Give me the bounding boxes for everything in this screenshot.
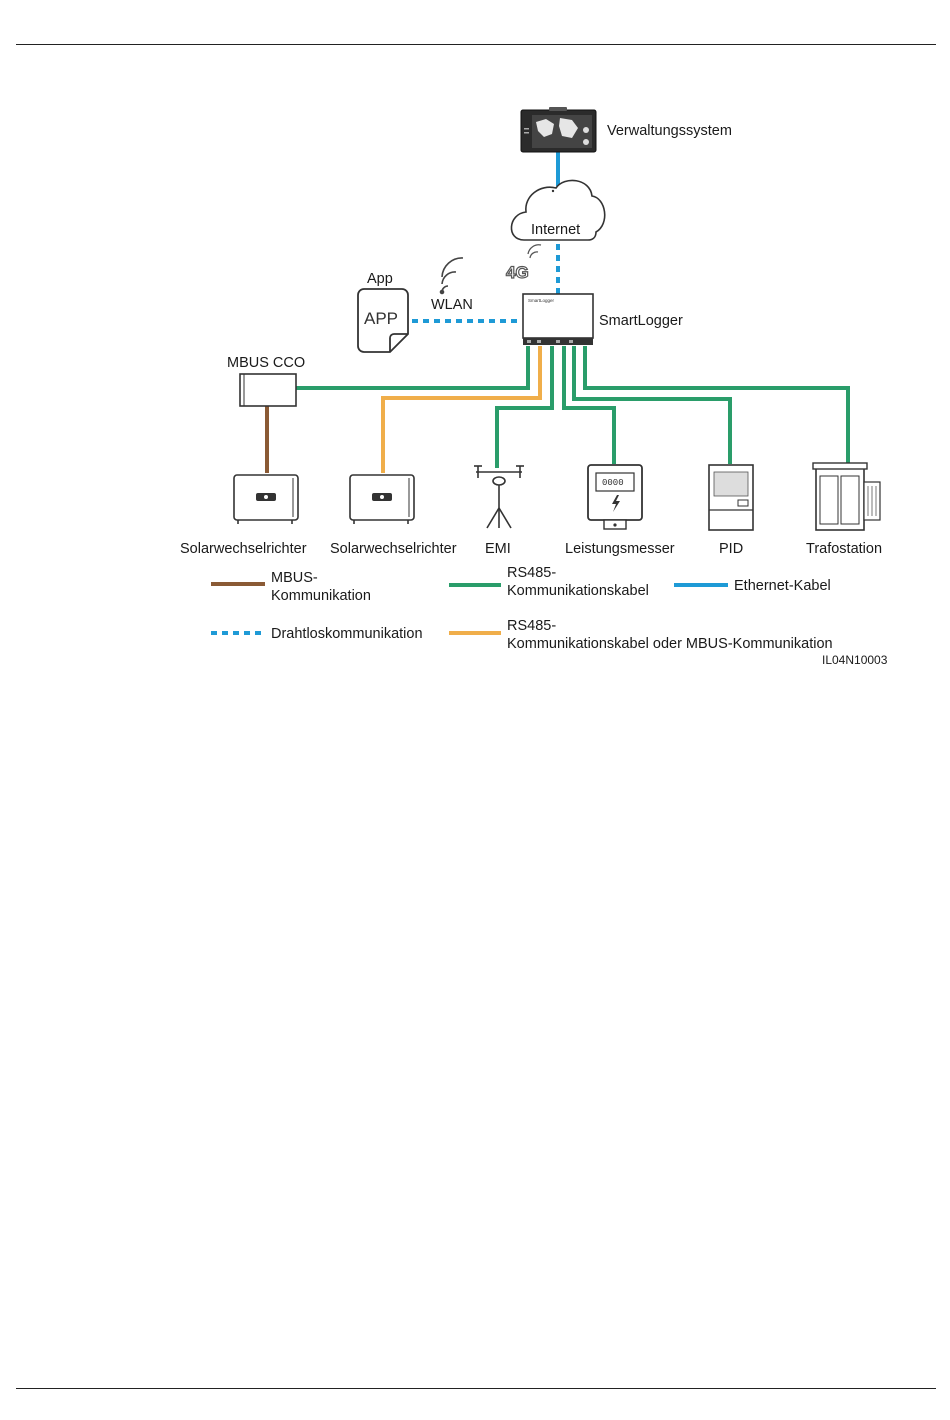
- internet-label: Internet: [531, 222, 580, 238]
- legend: MBUS- Kommunikation RS485- Kommunikation…: [211, 565, 833, 652]
- inverter1-label: Solarwechselrichter: [180, 541, 307, 557]
- emi-weather-station-icon: [474, 465, 524, 529]
- smartlogger-device-icon: [522, 293, 594, 345]
- legend-rs485-mbus-line2: Kommunikationskabel oder MBUS-Kommunikat…: [507, 636, 833, 652]
- inverter2-device-icon: [349, 474, 415, 524]
- meter-label: Leistungsmesser: [565, 541, 675, 557]
- legend-mbus-line1: MBUS-: [271, 570, 318, 586]
- meter-display: 0000: [602, 478, 624, 488]
- power-meter-icon: [587, 464, 643, 530]
- network-diagram: Verwaltungssystem Internet 4G App APP WL…: [180, 107, 888, 667]
- legend-rs485-line1: RS485-: [507, 565, 556, 581]
- app-document-icon: [357, 288, 409, 353]
- inverter2-label: Solarwechselrichter: [330, 541, 457, 557]
- management-label: Verwaltungssystem: [607, 123, 732, 139]
- legend-ethernet-label: Ethernet-Kabel: [734, 578, 831, 594]
- four-g-label: 4G: [506, 263, 529, 282]
- four-g-icon: 4G: [505, 244, 542, 283]
- wlan-icon: [439, 257, 464, 295]
- rs485-line-mbus-cco: [296, 346, 530, 390]
- rs485-mbus-line-inverter2: [381, 346, 542, 473]
- emi-label: EMI: [485, 541, 511, 557]
- top-rule: [16, 44, 936, 45]
- legend-wireless-label: Drahtloskommunikation: [271, 626, 423, 642]
- figure-id: IL04N10003: [822, 653, 888, 667]
- bottom-rule: [16, 1388, 936, 1389]
- management-system-icon: [520, 107, 597, 153]
- rs485-line-substation: [583, 346, 850, 464]
- mbus-cco-label: MBUS CCO: [227, 355, 305, 371]
- transformer-station-icon: [812, 462, 881, 531]
- inverter1-device-icon: [233, 474, 299, 524]
- app-caption-label: App: [367, 271, 393, 287]
- pid-device-icon: [708, 464, 754, 531]
- legend-rs485-mbus-line1: RS485-: [507, 618, 556, 634]
- legend-rs485-line2: Kommunikationskabel: [507, 583, 649, 599]
- internet-cloud-icon: [510, 179, 606, 241]
- smartlogger-brand: SmartLogger: [528, 298, 555, 303]
- wlan-label: WLAN: [431, 297, 473, 313]
- substation-label: Trafostation: [806, 541, 882, 557]
- app-text: APP: [364, 309, 398, 328]
- rs485-line-meter: [562, 346, 616, 464]
- mbus-cco-device-icon: [239, 373, 297, 407]
- smartlogger-label: SmartLogger: [599, 313, 683, 329]
- rs485-line-pid: [572, 346, 732, 464]
- pid-label: PID: [719, 541, 743, 557]
- legend-mbus-line2: Kommunikation: [271, 588, 371, 604]
- rs485-line-emi: [495, 346, 554, 468]
